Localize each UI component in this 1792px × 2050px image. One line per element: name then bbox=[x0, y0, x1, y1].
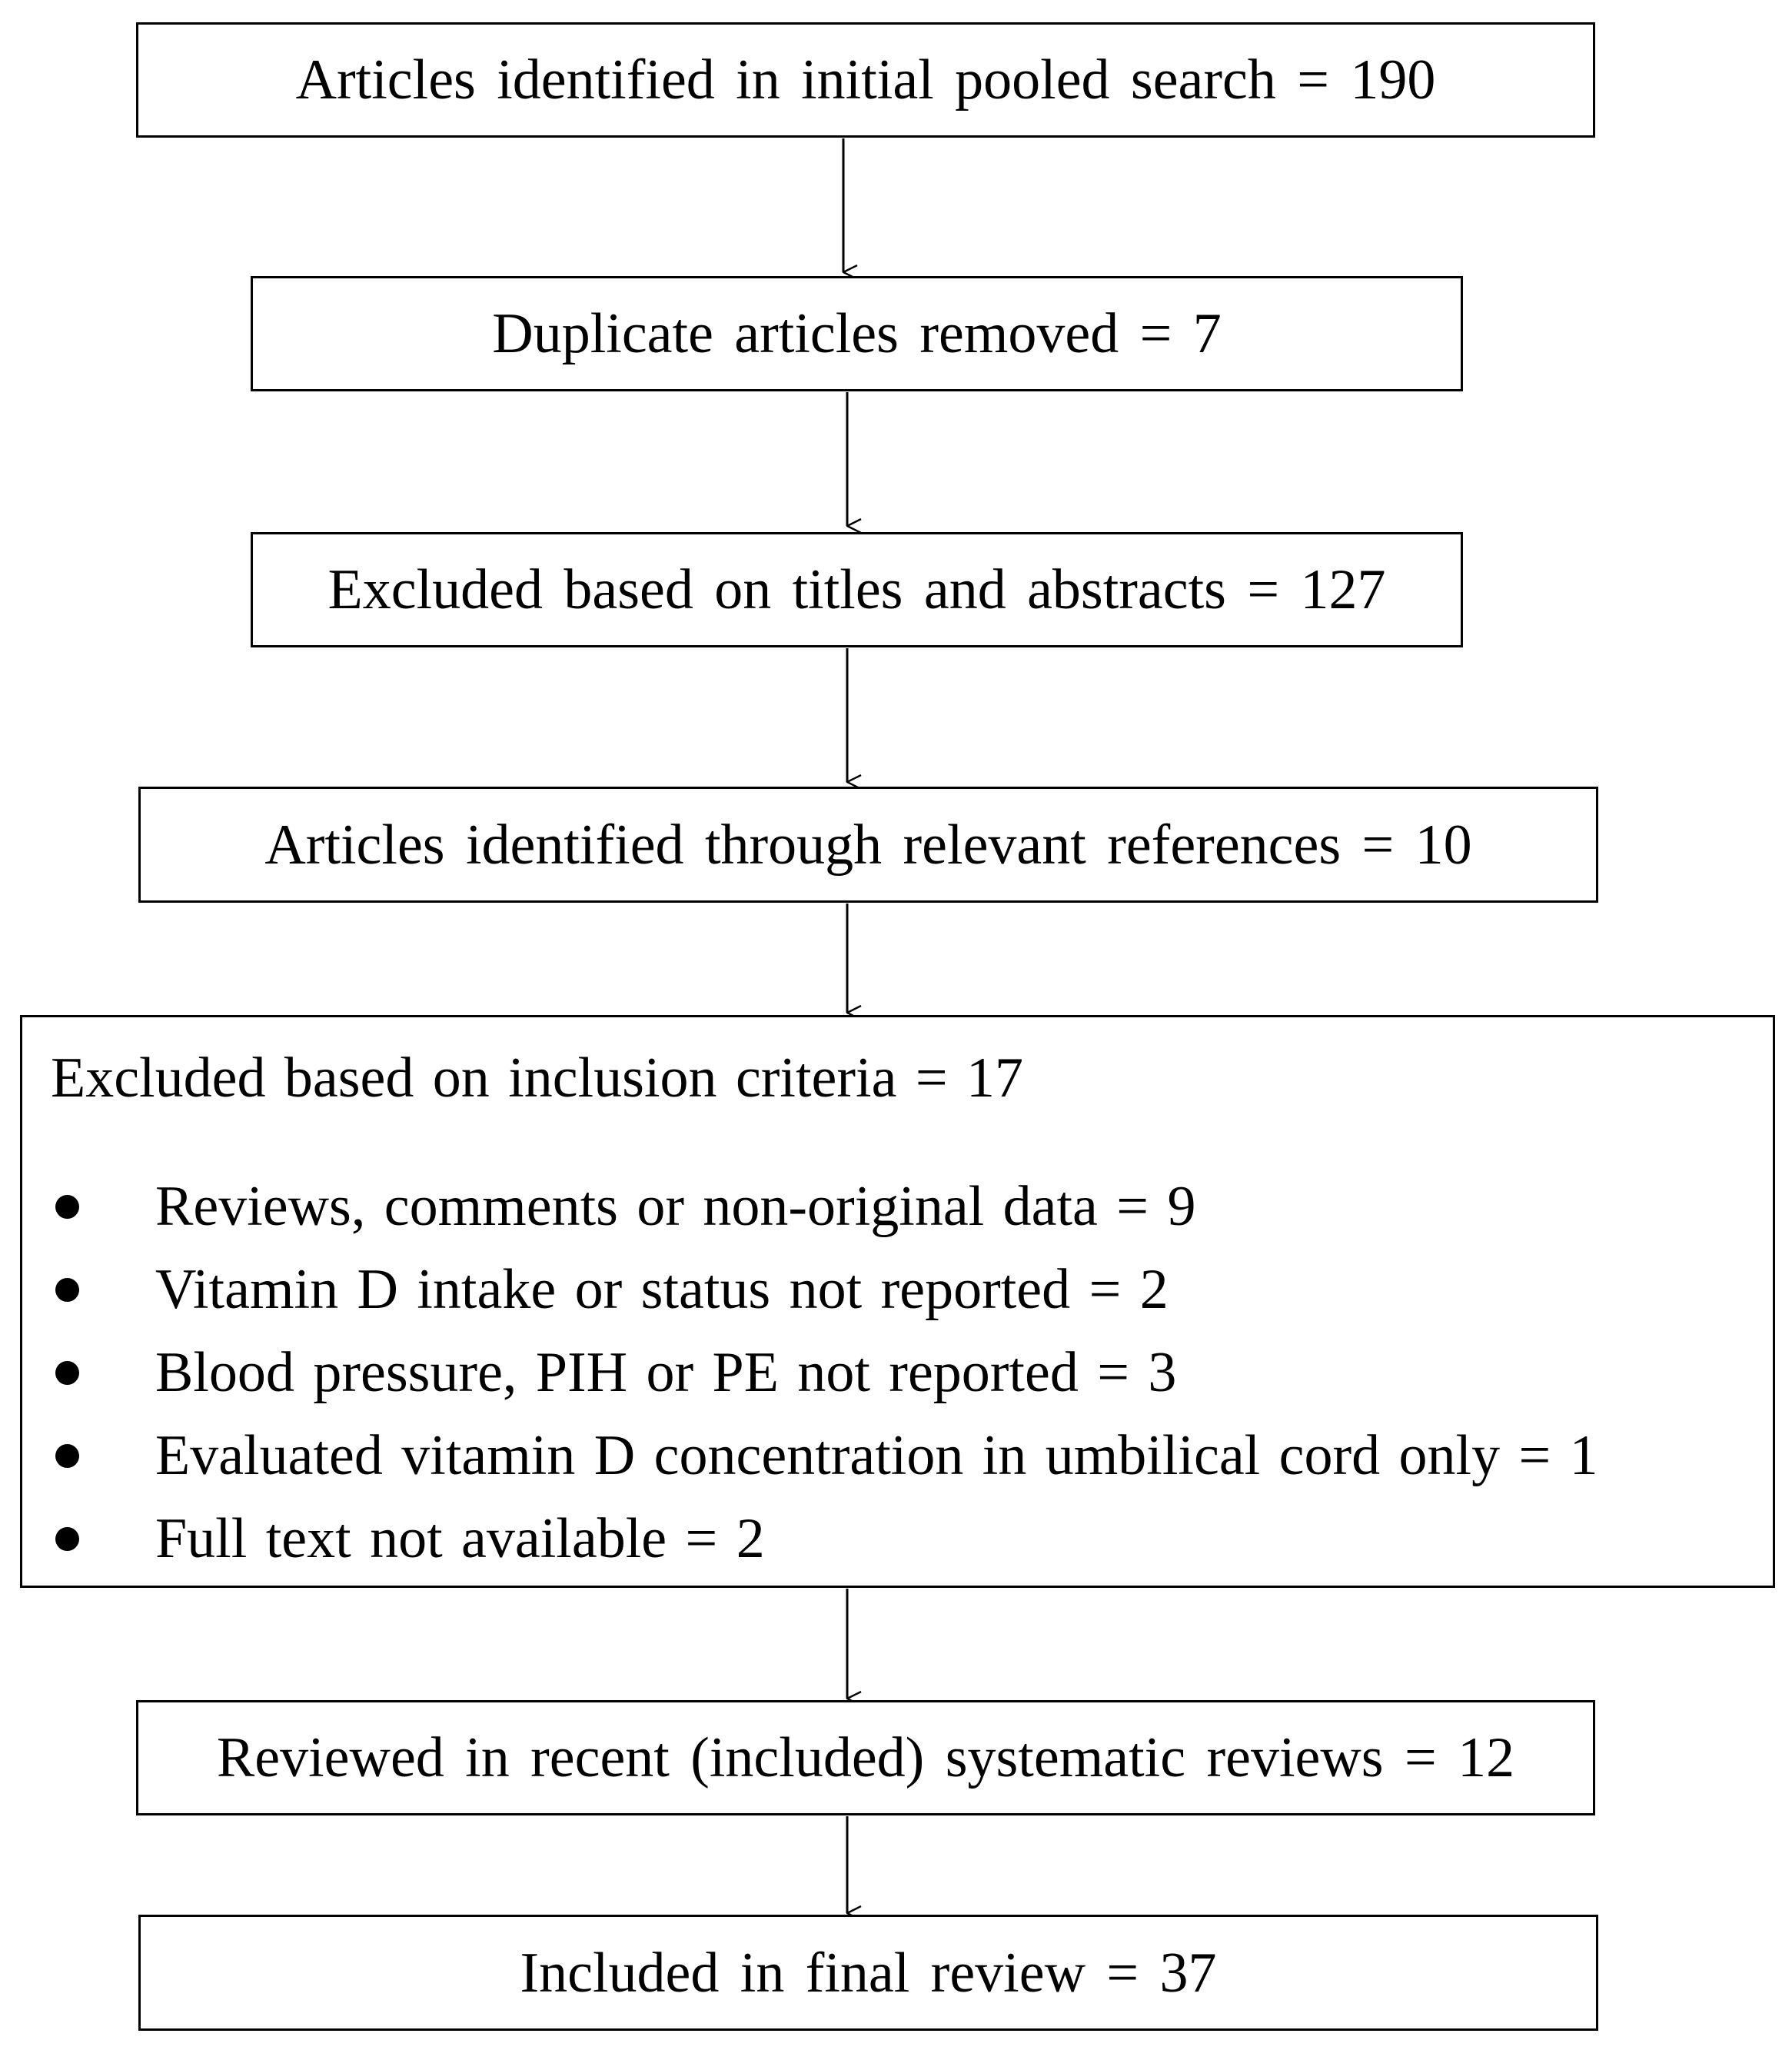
reference-search-label: Articles identified through relevant ref… bbox=[264, 813, 1472, 877]
systematic-reviews-label: Reviewed in recent (included) systematic… bbox=[216, 1726, 1515, 1789]
bullet-icon bbox=[55, 1277, 79, 1302]
bullet-icon bbox=[55, 1360, 79, 1385]
exclusion-reason-text: Blood pressure, PIH or PE not reported =… bbox=[155, 1341, 1177, 1404]
exclusion-reason-text: Vitamin D intake or status not reported … bbox=[155, 1258, 1169, 1321]
duplicates-removed-label: Duplicate articles removed = 7 bbox=[492, 302, 1222, 365]
final-review-label: Included in final review = 37 bbox=[520, 1941, 1217, 2005]
initial-search-label: Articles identified in initial pooled se… bbox=[295, 48, 1436, 111]
initial-search-box: Articles identified in initial pooled se… bbox=[136, 22, 1595, 138]
title-abstract-exclusion-box: Excluded based on titles and abstracts =… bbox=[251, 532, 1463, 647]
final-review-box: Included in final review = 37 bbox=[138, 1915, 1598, 2031]
bullet-icon bbox=[55, 1443, 79, 1468]
exclusion-reason-text: Reviews, comments or non-original data =… bbox=[155, 1175, 1196, 1238]
inclusion-criteria-heading: Excluded based on inclusion criteria = 1… bbox=[51, 1047, 1024, 1110]
bullet-icon bbox=[55, 1526, 79, 1551]
exclusion-reason-text: Evaluated vitamin D concentration in umb… bbox=[155, 1424, 1598, 1487]
inclusion-criteria-exclusion-box: Excluded based on inclusion criteria = 1… bbox=[20, 1015, 1775, 1588]
exclusion-reason-text: Full text not available = 2 bbox=[155, 1507, 765, 1570]
systematic-reviews-box: Reviewed in recent (included) systematic… bbox=[136, 1700, 1595, 1815]
duplicates-removed-box: Duplicate articles removed = 7 bbox=[251, 276, 1463, 391]
title-abstract-exclusion-label: Excluded based on titles and abstracts =… bbox=[327, 558, 1386, 621]
reference-search-box: Articles identified through relevant ref… bbox=[138, 787, 1598, 903]
bullet-icon bbox=[55, 1194, 79, 1219]
